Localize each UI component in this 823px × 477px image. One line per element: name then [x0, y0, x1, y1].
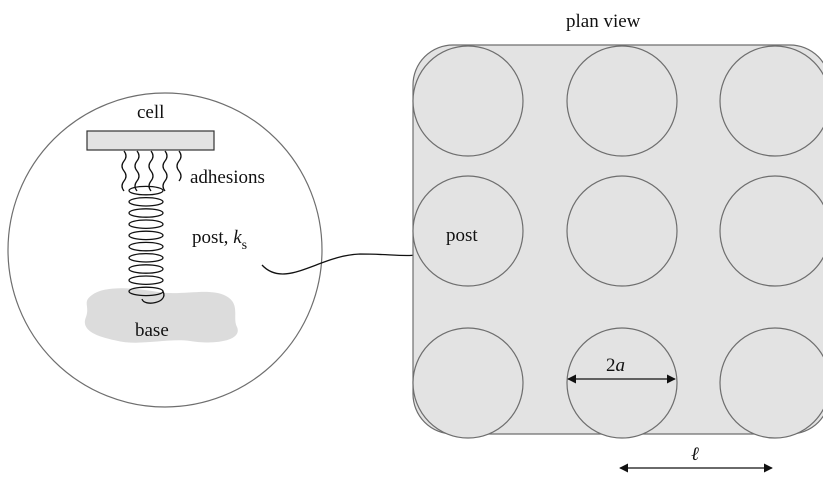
post-spring [128, 185, 165, 304]
diameter-label: 2a [606, 355, 625, 376]
base-blob [84, 288, 238, 343]
adhesion-strands [121, 150, 182, 192]
base-label: base [135, 320, 169, 341]
spring-coil [128, 264, 164, 274]
spacing-label: ℓ [691, 444, 699, 465]
post-circle [412, 175, 524, 287]
spring-coil [128, 252, 164, 263]
post-circle [412, 327, 524, 439]
post-label: post [446, 225, 478, 246]
adhesions-label: adhesions [190, 167, 265, 188]
spring-tail [141, 291, 165, 304]
spring-coil [128, 219, 164, 230]
cell-label: cell [137, 102, 164, 123]
post-circle [566, 175, 678, 287]
spring-coil [128, 241, 164, 252]
spring-coil [128, 230, 164, 241]
spring-coil [128, 185, 164, 196]
post-circle [719, 175, 823, 287]
post-circle [412, 45, 524, 157]
plan-view-title: plan view [566, 11, 641, 32]
spring-coil [128, 208, 164, 218]
connector-line [261, 252, 433, 275]
post-circle [719, 45, 823, 157]
spring-coil [128, 196, 164, 207]
spring-coil [128, 275, 164, 286]
post-stiffness-label: post, ks [192, 227, 247, 253]
post-circle [719, 327, 823, 439]
post-circle [566, 327, 678, 439]
post-circle [566, 45, 678, 157]
cell-bar [86, 130, 215, 151]
inset-circle [7, 92, 323, 408]
